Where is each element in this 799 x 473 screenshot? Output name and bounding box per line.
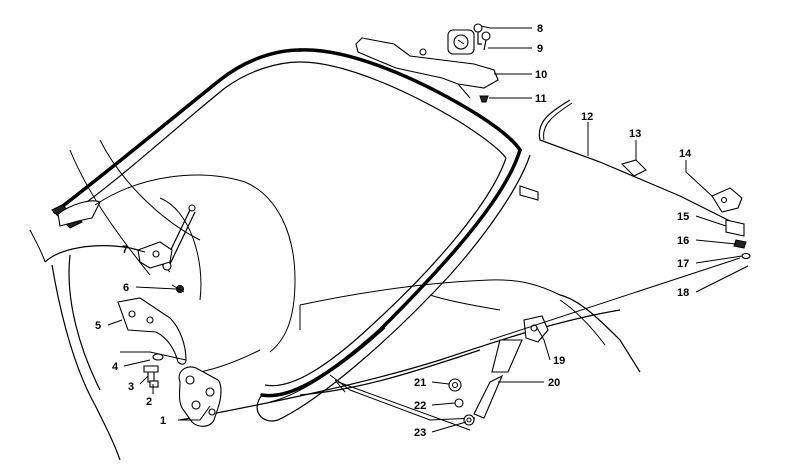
lock-cylinder-part-9 [447, 29, 475, 55]
bolt-part-3 [143, 365, 159, 383]
callout-19: 19 [553, 355, 565, 367]
callout-12: 12 [581, 111, 593, 123]
keys-part-8 [473, 23, 491, 51]
bracket-part-15 [725, 219, 745, 237]
callout-2: 2 [146, 396, 152, 408]
nut-part-23 [463, 414, 475, 426]
callout-18: 18 [677, 287, 689, 299]
callout-7: 7 [122, 244, 128, 256]
clip-part-13 [620, 159, 647, 177]
callout-labels: 1 2 3 4 5 6 7 8 9 10 11 12 13 14 15 16 1… [95, 23, 692, 439]
release-rod-part-12 [538, 99, 741, 227]
strut-bracket-part-7 [137, 241, 173, 269]
callout-14: 14 [679, 148, 692, 160]
latch-plate-part-5 [117, 297, 187, 365]
nut-part-2 [149, 380, 159, 388]
callout-4: 4 [112, 361, 119, 373]
callout-11: 11 [535, 93, 547, 105]
hinge-bracket-part-1 [178, 366, 222, 427]
callout-15: 15 [677, 211, 689, 223]
washer-part-17 [741, 252, 751, 260]
callout-8: 8 [537, 23, 543, 35]
handle-plate-part-10 [355, 37, 499, 99]
callout-5: 5 [95, 320, 101, 332]
callout-17: 17 [677, 258, 689, 270]
callout-23: 23 [414, 427, 426, 439]
striker-part-19 [523, 315, 549, 343]
washer-part-22 [454, 398, 464, 408]
callout-1: 1 [160, 415, 166, 427]
leader-lines [107, 25, 749, 433]
pin-part-6 [171, 284, 185, 293]
nut-part-21 [448, 378, 462, 392]
callout-3: 3 [128, 381, 134, 393]
callout-16: 16 [677, 235, 689, 247]
callout-13: 13 [629, 128, 641, 140]
callout-9: 9 [537, 43, 543, 55]
callout-20: 20 [548, 377, 560, 389]
car-body-outline [29, 139, 641, 461]
callout-6: 6 [123, 282, 129, 294]
latch-part-14 [711, 187, 743, 213]
callout-21: 21 [414, 377, 426, 389]
callout-10: 10 [535, 69, 547, 81]
plate-part-20 [473, 339, 523, 419]
screw-part-11 [479, 95, 489, 103]
callout-22: 22 [414, 400, 426, 412]
trunk-lid-panel [51, 48, 539, 422]
